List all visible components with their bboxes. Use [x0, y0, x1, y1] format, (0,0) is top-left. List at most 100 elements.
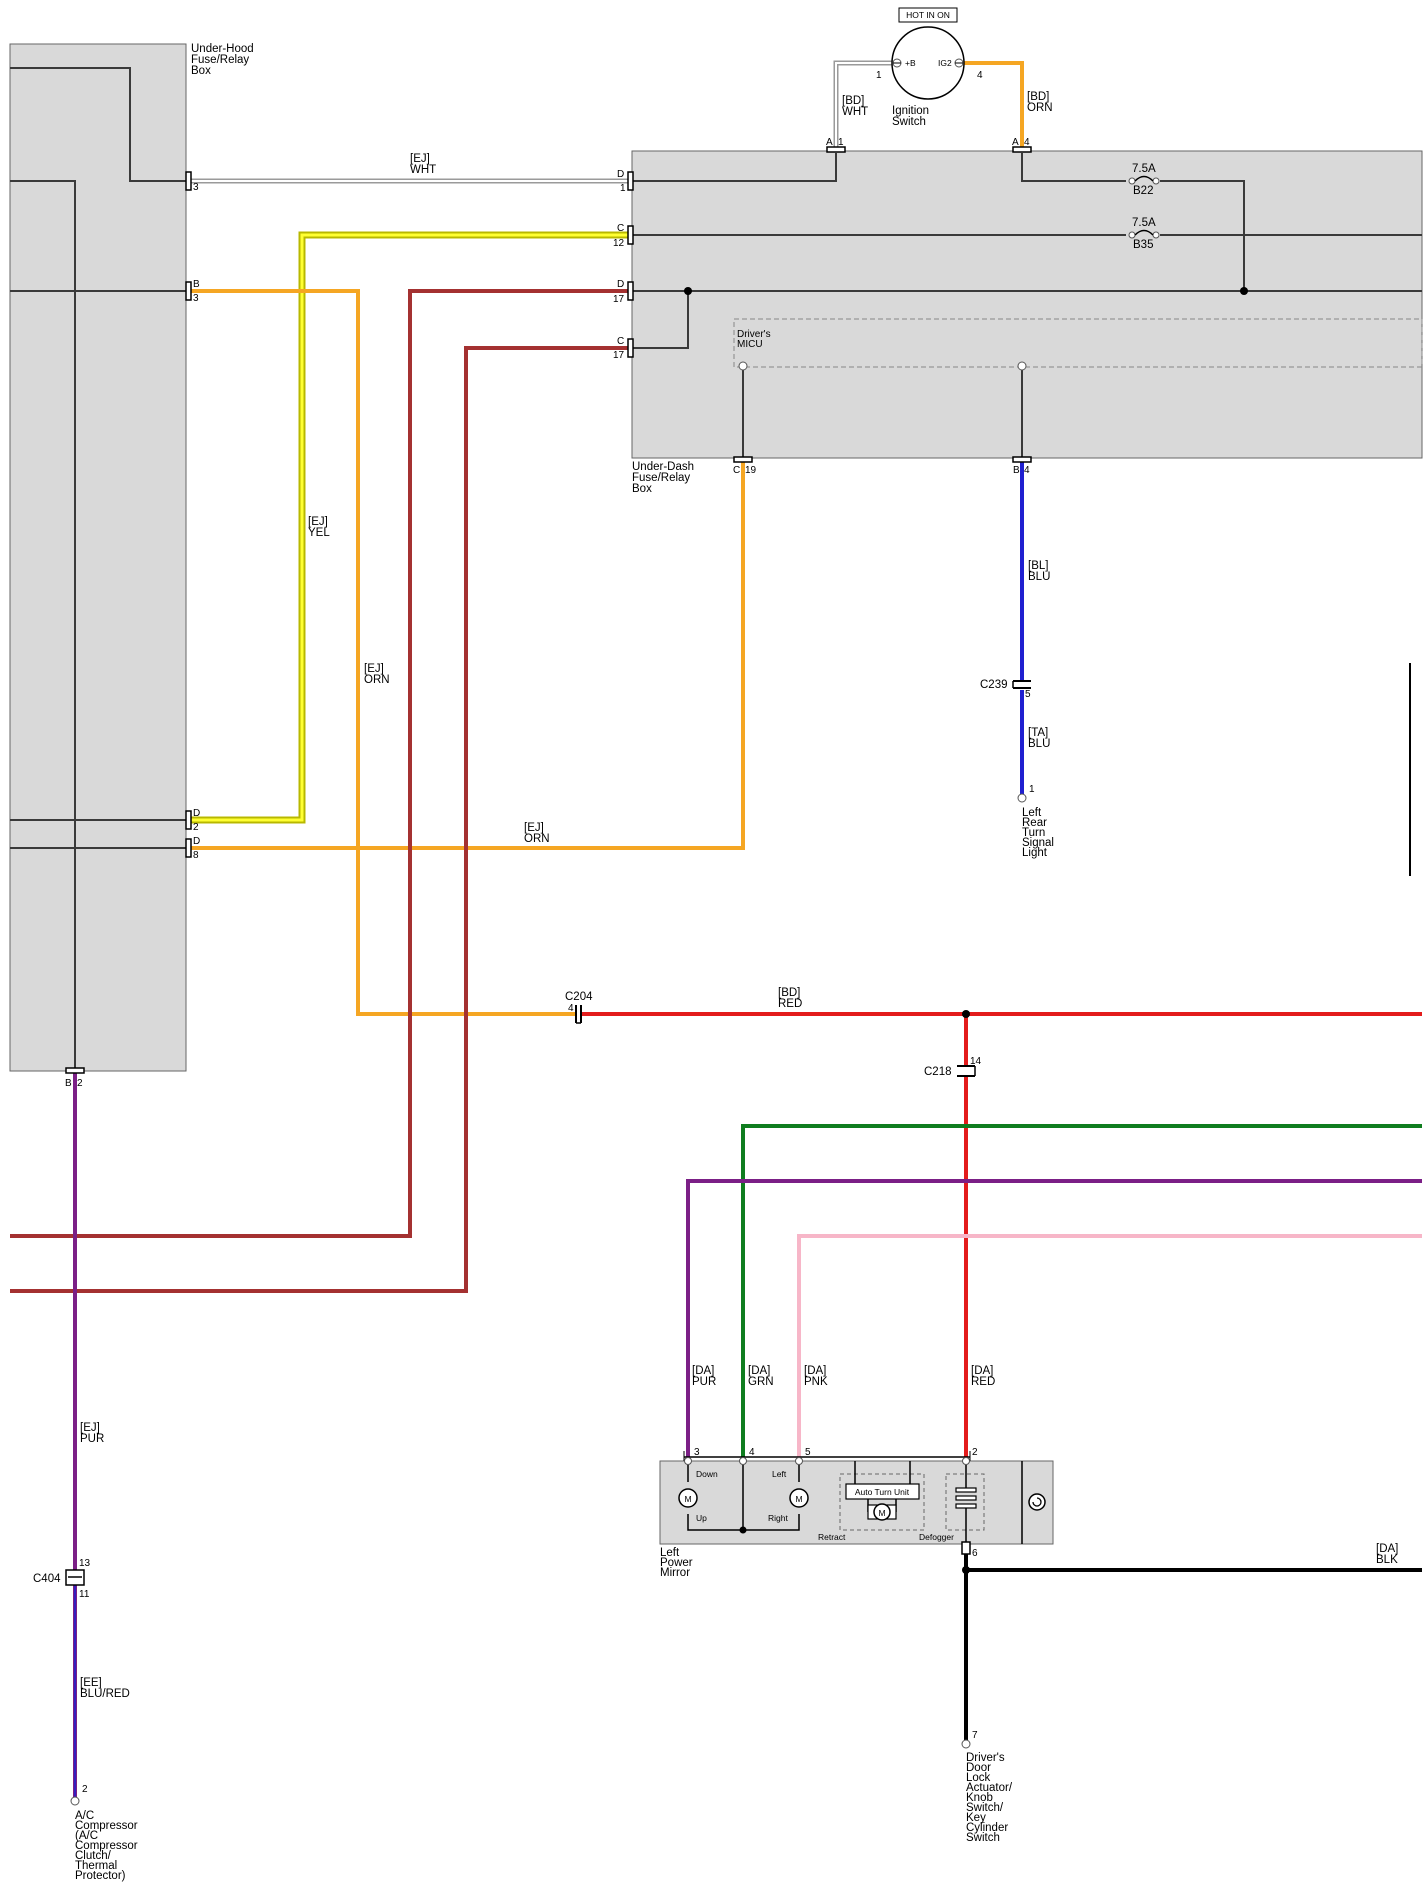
wire-label-da-grn: [DA]GRN	[748, 1365, 774, 1388]
wire-label-da-pnk: [DA]PNK	[804, 1365, 828, 1388]
micu-terminal-left	[738, 361, 748, 371]
connector-ud-c17	[627, 338, 634, 358]
motor-m-updown: M	[684, 1494, 691, 1504]
hot-in-on-label-box	[898, 7, 958, 23]
ud-a4-pin: 4	[1024, 137, 1030, 148]
connector-ud-c12	[627, 225, 634, 245]
ignition-switch-label: Ignition Switch	[892, 105, 932, 128]
c218-label: C218	[924, 1066, 952, 1078]
mirror-pin-3-label: 3	[694, 1447, 700, 1458]
left-power-mirror-box	[659, 1460, 1054, 1545]
wire-label-ej-wht: [EJ]WHT	[410, 153, 436, 176]
splice-blk	[962, 1566, 970, 1574]
drivers-micu-box	[733, 318, 1423, 368]
door-pin-label: 7	[972, 1730, 978, 1741]
ud-c17-pin: 17	[613, 350, 625, 361]
door-lock-terminal	[961, 1739, 971, 1749]
ignition-switch-symbol	[891, 26, 965, 100]
mirror-up-label: Up	[696, 1513, 707, 1523]
wire-label-ta-blu: [TA]BLU	[1028, 727, 1050, 750]
mirror-pin-5	[795, 1457, 803, 1465]
mirror-pin-5-label: 5	[805, 1447, 811, 1458]
wire-label-da-blk: [DA]BLK	[1376, 1543, 1398, 1566]
ud-c12-pin: 12	[613, 238, 625, 249]
ign-b-label: +B	[905, 58, 916, 68]
mirror-pin-2-label: 2	[972, 1447, 978, 1458]
uh-internal-line-1	[10, 67, 188, 182]
connector-uh-b3	[185, 281, 192, 301]
auto-turn-unit-label: Auto Turn Unit	[855, 1487, 910, 1497]
uh-b3-letter: B	[193, 279, 200, 290]
wire-label-bl-blu: [BL]BLU	[1028, 560, 1050, 583]
mirror-down-label: Down	[696, 1469, 718, 1479]
wire-label-da-pur: [DA]PUR	[692, 1365, 716, 1388]
fuse-b35-rating: 7.5A	[1132, 217, 1156, 229]
ac-compressor-label: A/C Compressor (A/C Compressor Clutch/ T…	[75, 1810, 141, 1882]
ud-d1-pin: 1	[620, 183, 626, 194]
splice-ud-2	[1240, 287, 1248, 295]
under-dash-fuse-relay-box	[631, 150, 1423, 459]
micu-label: Driver's MICU	[737, 329, 773, 350]
ud-a4-letter: A	[1012, 137, 1019, 148]
connector-ud-a1	[826, 146, 846, 153]
uh-internal-line-2	[10, 180, 76, 1071]
ud-d17-letter: D	[617, 279, 624, 290]
c239-pin: 5	[1025, 689, 1031, 700]
ac-compressor-terminal	[70, 1796, 80, 1806]
connector-ud-b4	[1012, 456, 1032, 463]
retract-dashed-box	[839, 1473, 925, 1531]
connector-uh-3	[185, 171, 192, 191]
c204-label: C204	[565, 991, 593, 1003]
ud-c12-letter: C	[617, 223, 624, 234]
connector-uh-d2	[185, 810, 192, 830]
retract-label: Retract	[818, 1532, 846, 1542]
wire-bd-orn	[963, 61, 1024, 147]
ud-c19-letter: C	[733, 465, 740, 476]
ign-ig2-label: IG2	[938, 58, 952, 68]
connector-ud-a4	[1012, 146, 1032, 153]
c239-label: C239	[980, 679, 1008, 691]
connector-ud-d17	[627, 281, 634, 301]
ud-b4-letter: B	[1013, 465, 1020, 476]
left-power-mirror-label: Left Power Mirror	[660, 1547, 696, 1579]
wire-ej-orn-vertical	[190, 289, 576, 1016]
defogger-heater-icon	[955, 1487, 977, 1509]
mirror-motor-leftright	[789, 1488, 809, 1508]
c404-label: C404	[33, 1573, 61, 1585]
wire-label-bd-red: [BD]RED	[778, 987, 802, 1010]
defogger-label: Defogger	[919, 1532, 954, 1542]
under-dash-box-label: Under-Dash Fuse/Relay Box	[632, 461, 697, 495]
door-lock-label: Driver's Door Lock Actuator/ Knob Switch…	[966, 1752, 1015, 1844]
fuse-b35-id: B35	[1133, 239, 1153, 251]
uh-d2-pin: 2	[193, 822, 199, 833]
ud-a1-pin: 1	[838, 137, 844, 148]
ign-pin1: 1	[876, 70, 882, 81]
motor-m-leftright: M	[795, 1494, 802, 1504]
wire-label-ej-orn-v: [EJ]ORN	[364, 663, 390, 686]
wire-label-ej-orn-h: [EJ]ORN	[524, 822, 550, 845]
mirror-motor-updown	[678, 1488, 698, 1508]
uh-3-pin: 3	[193, 182, 199, 193]
mirror-pin-3	[684, 1457, 692, 1465]
fuse-b22-id: B22	[1133, 185, 1153, 197]
under-hood-box-label: Under-Hood Fuse/Relay Box	[191, 43, 257, 77]
ud-b4-pin: 4	[1024, 465, 1030, 476]
uh-d2-letter: D	[193, 808, 200, 819]
wire-label-bd-wht: [BD]WHT	[842, 95, 868, 118]
wire-dkred-2	[10, 346, 628, 1293]
uh-d8-letter: D	[193, 836, 200, 847]
ud-internal-2	[1021, 153, 1126, 182]
c404-pin-bot: 11	[79, 1589, 90, 1600]
uh-b2-pin: 2	[77, 1078, 83, 1089]
wire-da-grn	[741, 1124, 1422, 1461]
wire-label-da-red: [DA]RED	[971, 1365, 995, 1388]
fuse-b22-rating: 7.5A	[1132, 163, 1156, 175]
mirror-pin-4	[739, 1457, 747, 1465]
uh-d8-pin: 8	[193, 850, 199, 861]
fuse-b35	[1128, 229, 1160, 239]
hot-in-on-label: HOT IN ON	[906, 10, 950, 20]
ud-internal-7	[632, 291, 689, 349]
wire-dkred-1	[10, 289, 628, 1238]
auto-turn-unit-box	[845, 1483, 920, 1500]
